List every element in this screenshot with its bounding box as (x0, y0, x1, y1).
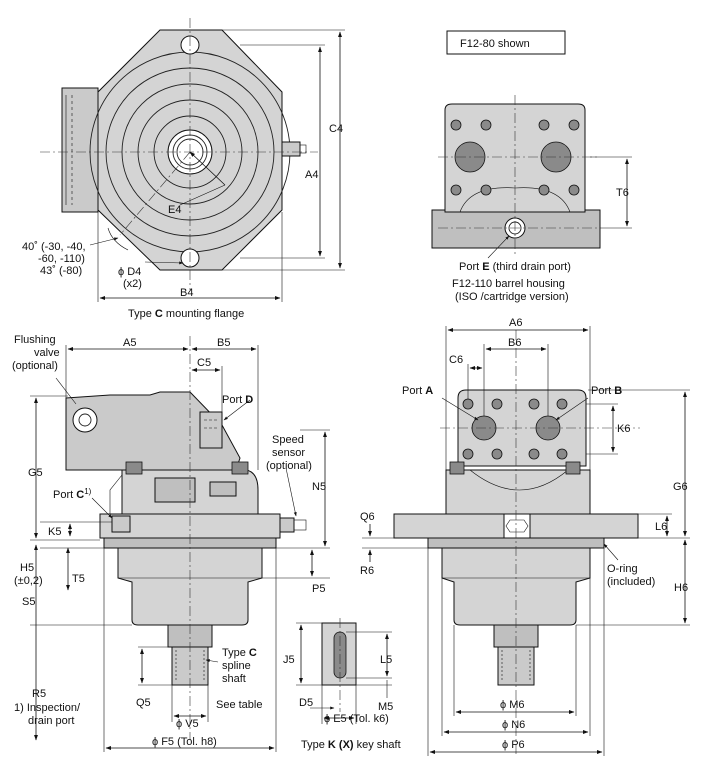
label-h6: H6 (674, 582, 688, 594)
label-note-2: drain port (28, 715, 74, 727)
label-r6: R6 (360, 565, 374, 577)
label-l6: L6 (655, 521, 667, 533)
label-oring-1: O-ring (607, 563, 638, 575)
caption-key-shaft: Type K (X) key shaft (301, 739, 401, 751)
label-port-b: Port B (591, 385, 622, 397)
label-angle-3: 43˚ (-80) (40, 265, 82, 277)
label-speed-3: (optional) (266, 460, 312, 472)
label-b6: B6 (508, 337, 521, 349)
caption-mounting-flange: Type C mounting flange (128, 308, 244, 320)
label-n5: N5 (312, 481, 326, 493)
label-b4: B4 (180, 287, 193, 299)
label-t5: T5 (72, 573, 85, 585)
housing-top-view (431, 95, 632, 259)
label-q5: Q5 (136, 697, 151, 709)
note-box-text: F12-80 shown (460, 38, 530, 50)
label-h5: H5 (20, 562, 34, 574)
label-spline-1: spline (222, 660, 251, 672)
label-a6: A6 (509, 317, 522, 329)
label-m6: ϕ M6 (500, 699, 525, 711)
label-r5: R5 (32, 688, 46, 700)
label-a5: A5 (123, 337, 136, 349)
label-spline-2: shaft (222, 673, 246, 685)
label-port-c: Port C1) (53, 487, 92, 501)
label-port-d: Port D (222, 394, 253, 406)
label-p5: P5 (312, 583, 325, 595)
label-c4: C4 (329, 123, 343, 135)
label-e4: E4 (168, 204, 181, 216)
label-e5: ϕ E5 (Tol. k6) (324, 713, 389, 725)
label-flushing-2: valve (34, 347, 60, 359)
key-shaft-detail (296, 618, 392, 724)
label-m5: M5 (378, 701, 393, 713)
label-p6: ϕ P6 (502, 739, 525, 751)
label-v5: ϕ V5 (176, 718, 199, 730)
label-speed-2: sensor (272, 447, 305, 459)
label-c5: C5 (197, 357, 211, 369)
label-housing-1: F12-110 barrel housing (452, 278, 565, 290)
label-k6: K6 (617, 423, 630, 435)
label-c6: C6 (449, 354, 463, 366)
label-a4: A4 (305, 169, 318, 181)
label-oring-2: (included) (607, 576, 655, 588)
label-flushing-3: (optional) (12, 360, 58, 372)
label-s5: S5 (22, 596, 35, 608)
label-t6: T6 (616, 187, 629, 199)
label-angle-2: -60, -110) (38, 253, 85, 265)
label-type-c-shaft: Type C (222, 647, 257, 659)
label-housing-2: (ISO /cartridge version) (455, 291, 569, 303)
label-l5: L5 (380, 654, 392, 666)
label-note-1: 1) Inspection/ (14, 702, 81, 714)
label-f5: ϕ F5 (Tol. h8) (152, 736, 217, 748)
label-port-e: Port E (third drain port) (459, 261, 571, 273)
label-angle-1: 40˚ (-30, -40, (22, 241, 86, 253)
label-d4-count: (x2) (123, 278, 142, 290)
label-flushing-1: Flushing (14, 334, 56, 346)
label-see-table: See table (216, 699, 262, 711)
motor-end-view (362, 326, 690, 756)
label-speed-1: Speed (272, 434, 304, 446)
note-box (446, 30, 566, 55)
label-b5: B5 (217, 337, 230, 349)
label-d4: ϕ D4 (118, 266, 141, 278)
label-h5-tol: (±0,2) (14, 575, 43, 587)
motor-side-view (30, 336, 330, 752)
label-n6: ϕ N6 (502, 719, 525, 731)
flange-front-view (40, 18, 345, 302)
label-g5: G5 (28, 467, 43, 479)
label-k5: K5 (48, 526, 61, 538)
label-d5: D5 (299, 697, 313, 709)
label-q6: Q6 (360, 511, 375, 523)
label-g6: G6 (673, 481, 688, 493)
label-j5: J5 (283, 654, 295, 666)
label-port-a: Port A (402, 385, 433, 397)
